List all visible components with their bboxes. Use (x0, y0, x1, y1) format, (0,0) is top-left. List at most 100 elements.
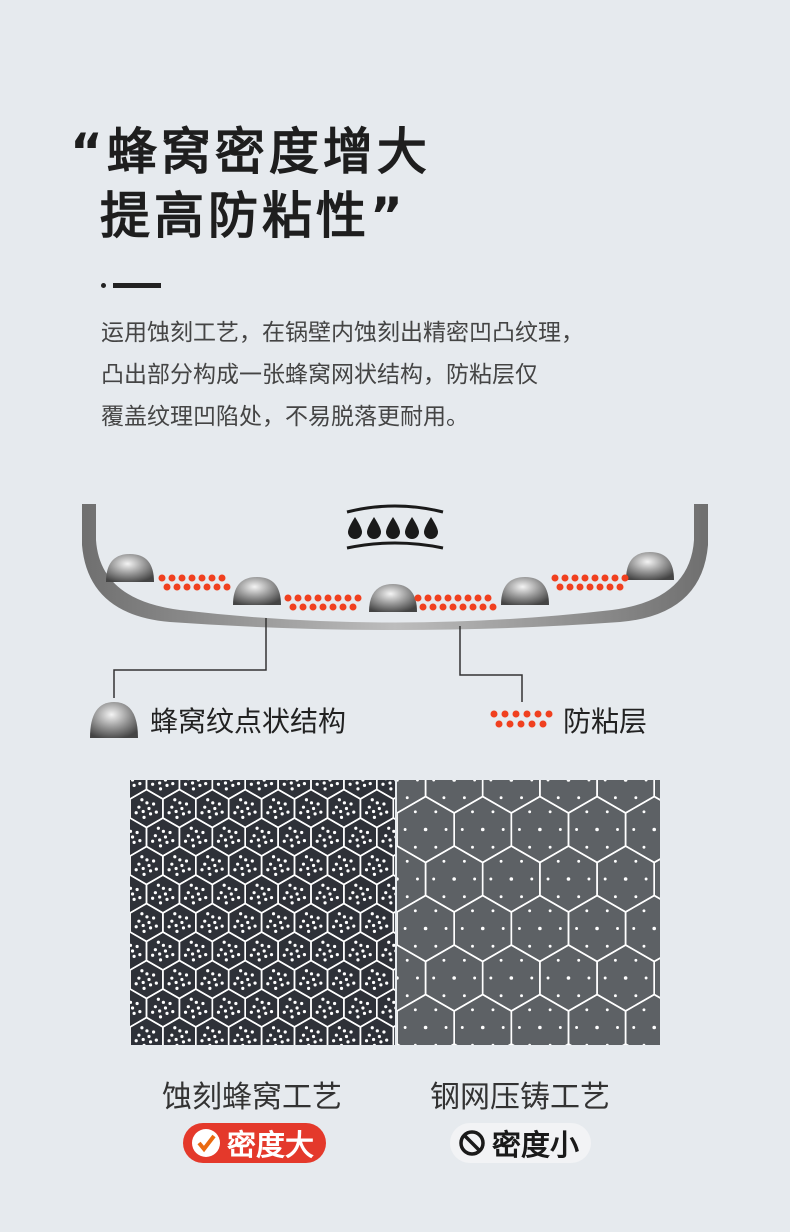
coating-dot (414, 594, 422, 602)
dot (280, 983, 284, 987)
hex-cell (622, 1043, 629, 1045)
dot (130, 835, 135, 839)
dot (359, 886, 363, 890)
dot (413, 909, 417, 913)
dot (405, 958, 409, 962)
dot (223, 895, 228, 899)
dot (181, 926, 186, 930)
dot (203, 1033, 207, 1037)
dot (397, 976, 399, 980)
dot (293, 1000, 297, 1004)
dot (394, 835, 395, 839)
dot (244, 858, 248, 862)
dot (517, 927, 521, 930)
dot (595, 827, 599, 832)
hex-cell (195, 1016, 230, 1045)
check-circle-icon (192, 1129, 220, 1157)
dot (266, 1039, 270, 1043)
coating-dot (424, 594, 432, 602)
dot (349, 1030, 353, 1034)
headline-line-2: 提高防粘性” (100, 187, 407, 245)
dot (501, 828, 505, 831)
dot (288, 997, 292, 1001)
dot (274, 986, 278, 990)
dot (214, 812, 218, 816)
dot (379, 869, 383, 873)
dot (388, 952, 392, 956)
dot (168, 887, 172, 892)
dot (434, 909, 438, 913)
dot (260, 829, 264, 833)
dot (213, 920, 217, 925)
dot (285, 834, 289, 838)
dot (442, 796, 446, 800)
dot (140, 855, 144, 859)
dot (147, 1034, 151, 1039)
dot (203, 805, 207, 809)
dot (434, 1008, 438, 1012)
dot (623, 780, 628, 782)
dot (178, 915, 182, 919)
dot (351, 891, 355, 895)
divider-bar (113, 283, 161, 288)
dot (189, 997, 193, 1001)
dot (207, 923, 211, 928)
caption-etched: 蚀刻蜂窝工艺 (162, 1080, 342, 1115)
dot (247, 983, 251, 987)
dot (332, 1039, 336, 1043)
dot (397, 877, 399, 881)
dot (384, 834, 388, 838)
dot (283, 1030, 287, 1034)
coating-dot (429, 603, 437, 611)
dot (130, 949, 135, 953)
dot (339, 866, 343, 871)
dot (403, 828, 407, 831)
dot (394, 780, 395, 782)
dot (520, 796, 523, 800)
dot (240, 809, 244, 814)
dot (302, 1010, 307, 1014)
dot (352, 981, 356, 985)
dot (244, 801, 248, 805)
dot (231, 897, 235, 901)
dot (289, 1009, 293, 1013)
dot (382, 916, 386, 920)
dot (632, 927, 636, 930)
dot (240, 980, 244, 985)
coating-dot (591, 574, 599, 582)
dot (233, 925, 237, 929)
dot (344, 863, 349, 868)
dot (499, 994, 503, 998)
dot (174, 809, 178, 814)
dot (348, 782, 352, 786)
dot (186, 834, 190, 838)
coating-dot (334, 594, 342, 602)
dot (269, 1010, 274, 1014)
coating-dot (449, 603, 457, 611)
dot (444, 828, 448, 831)
dot (558, 1026, 562, 1029)
dot (442, 895, 446, 899)
dot (171, 1010, 175, 1014)
dot (385, 981, 389, 985)
dot (460, 828, 464, 831)
dome (501, 577, 549, 605)
dot (313, 1040, 317, 1044)
dot (240, 1037, 244, 1042)
dot (473, 877, 477, 881)
dot (434, 1043, 438, 1045)
dot (273, 1037, 277, 1042)
dot (413, 1043, 417, 1045)
dot (313, 983, 317, 987)
dot (141, 923, 145, 928)
dot (241, 929, 245, 933)
dot (389, 787, 393, 791)
dot (290, 787, 294, 791)
dot (416, 877, 419, 881)
dot (372, 1043, 376, 1045)
dot (240, 923, 244, 928)
dot (180, 920, 184, 925)
dot (173, 969, 177, 973)
dot (385, 810, 389, 814)
dot (587, 976, 591, 980)
